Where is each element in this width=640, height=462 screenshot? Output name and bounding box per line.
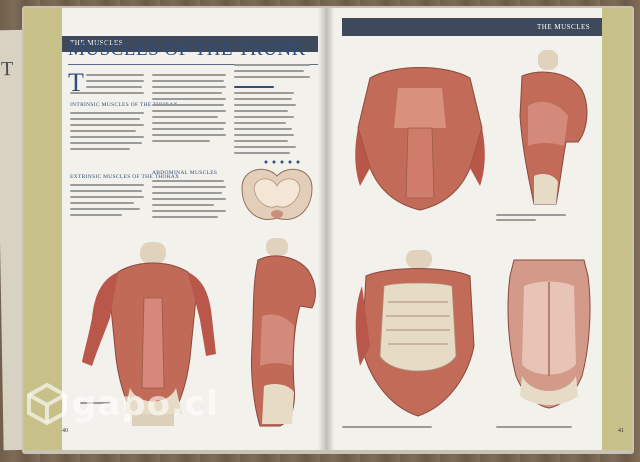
key-line (234, 98, 292, 100)
text-line (234, 70, 304, 72)
key-line (234, 92, 294, 94)
caption-line (496, 426, 572, 428)
text-line (70, 124, 144, 126)
text-line (70, 214, 122, 216)
text-line (152, 198, 226, 200)
left-page-color-band (24, 8, 62, 450)
key-line (234, 122, 286, 124)
key-line (234, 104, 296, 106)
text-line (152, 140, 210, 142)
right-page-color-band (602, 8, 632, 450)
text-line (70, 118, 140, 120)
diaphragm-illustration (241, 160, 313, 220)
right-header-bar (342, 18, 602, 36)
text-line (234, 86, 274, 88)
subhead-extrinsic: EXTRINSIC MUSCLES OF THE THORAX (70, 174, 180, 180)
left-page-number: 40 (62, 428, 68, 434)
right-page-number: 41 (618, 428, 624, 434)
text-line (70, 190, 142, 192)
text-line (152, 92, 222, 94)
key-line (234, 110, 288, 112)
key-line (234, 152, 290, 154)
abdominal-cavity-illustration (507, 259, 591, 409)
text-line (152, 80, 224, 82)
key-line (234, 116, 294, 118)
caption-line (496, 214, 566, 216)
right-section-label: THE MUSCLES (537, 23, 591, 31)
text-line (152, 192, 222, 194)
text-line (152, 128, 224, 130)
text-line (152, 210, 226, 212)
text-line (86, 80, 144, 82)
text-line (86, 86, 142, 88)
caption-line (80, 402, 110, 404)
text-line (70, 202, 134, 204)
text-line (152, 116, 218, 118)
text-line (152, 86, 226, 88)
open-anatomy-book: THE MUSCLES THE MUSCLES MUSCLES OF THE T… (22, 6, 634, 454)
text-line (152, 98, 226, 100)
text-line (70, 112, 144, 114)
key-line (234, 140, 288, 142)
text-line (70, 92, 144, 94)
caption-line (496, 219, 536, 221)
key-line (234, 128, 292, 130)
key-line (234, 146, 296, 148)
text-line (152, 186, 226, 188)
left-section-label: THE MUSCLES (70, 39, 124, 47)
key-line (234, 134, 294, 136)
watermark: gapo.cl (26, 382, 219, 426)
left-header-bar (62, 36, 318, 52)
side-torso-muscle-illustration (250, 238, 316, 427)
text-line (70, 196, 144, 198)
deep-trunk-muscles-illustration (355, 250, 475, 417)
subhead-abdominal: ABDOMINAL MUSCLES (152, 170, 218, 176)
text-line (86, 74, 144, 76)
text-line (70, 142, 142, 144)
text-line (70, 148, 130, 150)
text-line (70, 136, 144, 138)
text-line (152, 74, 226, 76)
title-rule (68, 64, 318, 65)
cube-logo-icon (27, 382, 67, 426)
watermark-text: gapo.cl (72, 384, 219, 424)
text-line (152, 110, 226, 112)
text-line (70, 184, 144, 186)
text-line (70, 208, 140, 210)
text-line (152, 204, 214, 206)
book-gutter (318, 8, 334, 450)
drop-cap: T (68, 68, 84, 97)
text-line (152, 134, 226, 136)
text-line (234, 76, 310, 78)
text-line (152, 104, 224, 106)
text-line (234, 64, 310, 66)
text-line (152, 216, 218, 218)
front-torso-muscle-illustration (82, 242, 216, 426)
text-line (70, 130, 136, 132)
text-line (152, 180, 224, 182)
caption-line (342, 426, 432, 428)
text-line (152, 122, 226, 124)
front-trunk-muscles-illustration (355, 67, 485, 211)
subhead-intrinsic: INTRINSIC MUSCLES OF THE THORAX (70, 102, 178, 108)
page-title: MUSCLES OF THE TRUNK (68, 39, 306, 60)
lateral-trunk-muscles-illustration (519, 50, 588, 205)
scrap-letter: T (0, 58, 14, 81)
